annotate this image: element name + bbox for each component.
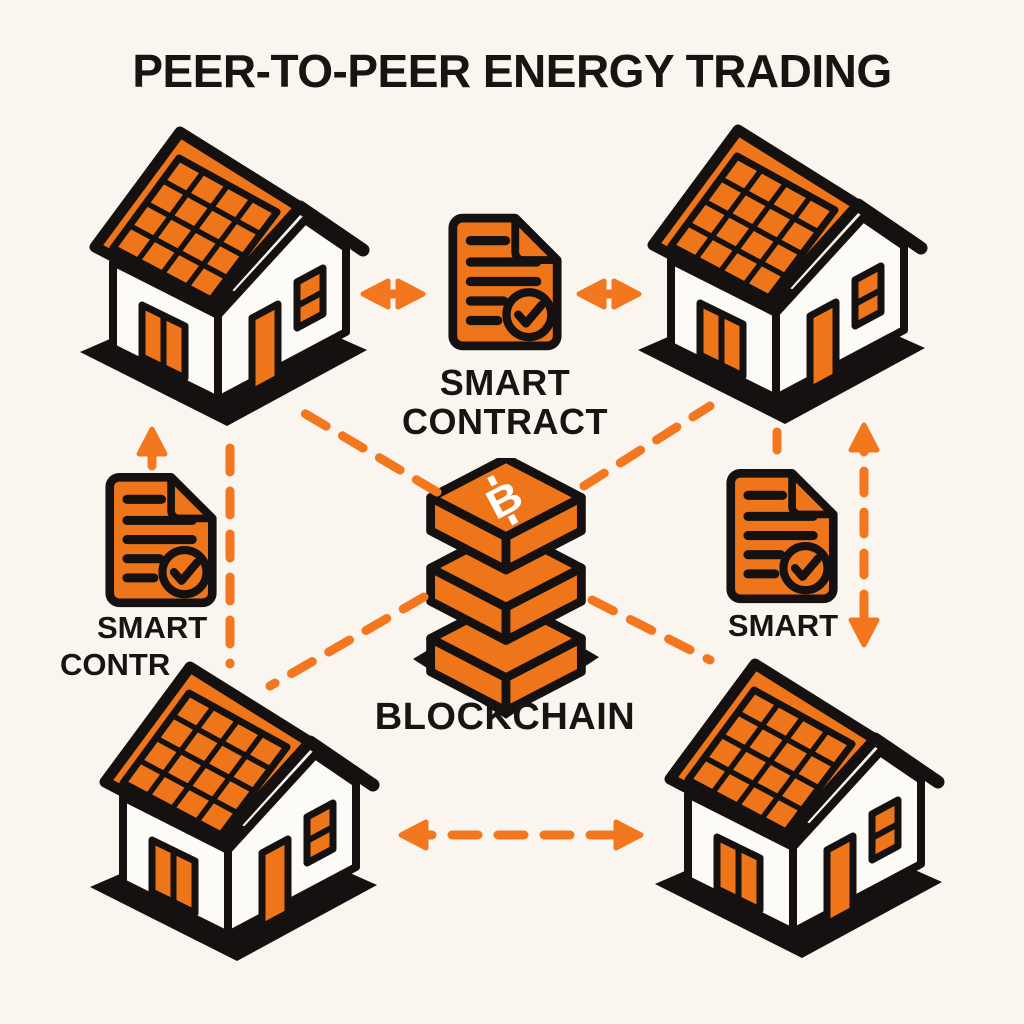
right-contract-label: SMART <box>727 608 839 643</box>
blockchain-stack-icon <box>413 458 599 723</box>
smart-contract-document-icon-left <box>104 472 219 609</box>
solar-house-icon-top-left <box>75 120 375 435</box>
solar-house-icon-bottom-right <box>650 652 950 967</box>
smart-contract-document-icon-top <box>447 211 564 354</box>
diagram-title: PEER-TO-PEER ENERGY TRADING <box>132 45 892 97</box>
left-contract-label-line2: CONTR <box>60 647 171 682</box>
top-contract-label: SMART CONTRACT <box>377 362 633 442</box>
blockchain-label: BLOCKCHAIN <box>374 696 636 738</box>
top-contract-label-line1: SMART <box>439 362 571 403</box>
solar-house-icon-top-right <box>633 118 933 433</box>
solar-house-icon-bottom-left <box>85 655 385 970</box>
left-contract-label-line1: SMART <box>97 610 208 645</box>
smart-contract-document-icon-right <box>725 468 840 605</box>
line-blockchain-to-house-br <box>587 595 715 665</box>
top-contract-label-line2: CONTRACT <box>402 400 608 442</box>
